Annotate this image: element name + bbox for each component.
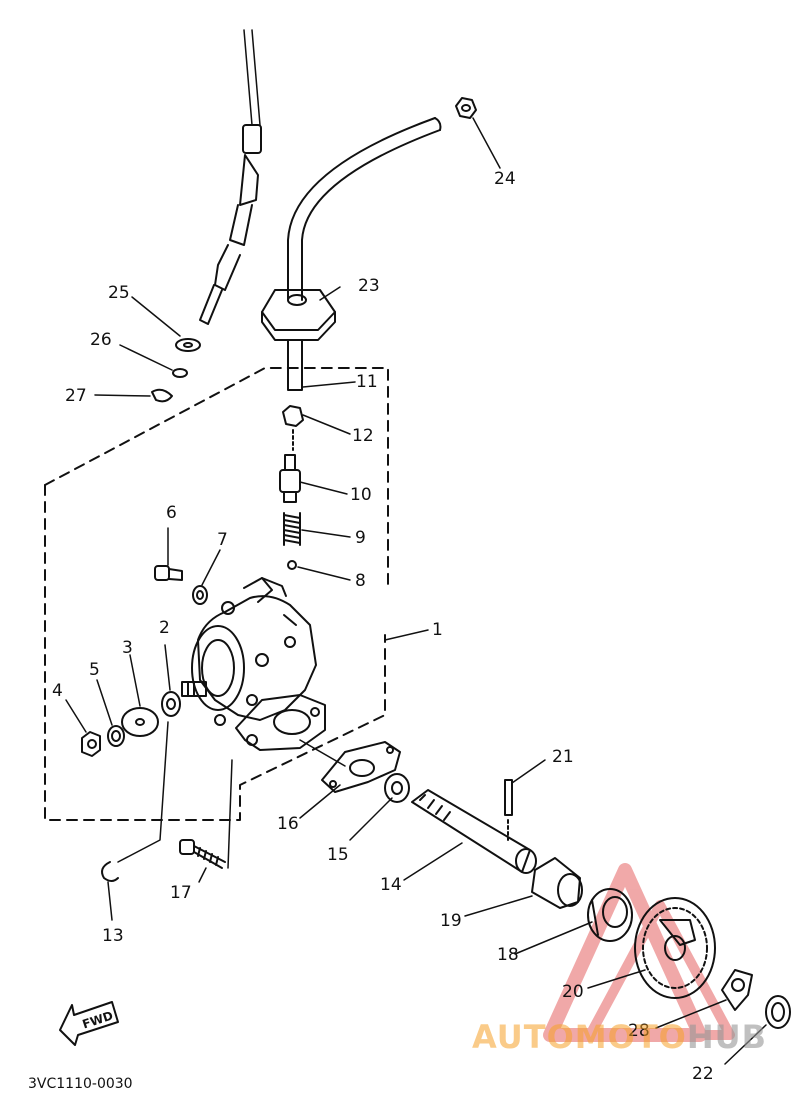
part-26-ring: [172, 368, 188, 378]
part-17-bolt: [179, 839, 226, 869]
part-21-pin: [504, 779, 513, 816]
part-2-washer: [161, 691, 181, 717]
leader-lines: [65, 117, 767, 1065]
part-label-24: 24: [494, 169, 516, 189]
part-11-tube: [287, 339, 303, 391]
part-7-washer: [192, 585, 208, 605]
part-22-circlip: [765, 995, 791, 1029]
part-label-13: 13: [102, 926, 124, 946]
part-label-14: 14: [380, 875, 402, 895]
part-label-1: 1: [432, 620, 443, 640]
part-4-nut: [81, 731, 101, 757]
part-25-washer: [175, 338, 201, 352]
watermark-brand-right: HUB: [686, 1018, 768, 1056]
part-label-28: 28: [628, 1021, 650, 1041]
part-label-4: 4: [52, 681, 63, 701]
part-label-11: 11: [356, 372, 378, 392]
part-18-bearing: [587, 888, 633, 942]
part-label-20: 20: [562, 982, 584, 1002]
part-label-18: 18: [497, 945, 519, 965]
part-3-plate: [121, 707, 159, 737]
part-label-21: 21: [552, 747, 574, 767]
oil-pump-cable: [199, 29, 262, 325]
part-24-nut: [455, 97, 477, 119]
part-label-10: 10: [350, 485, 372, 505]
part-label-19: 19: [440, 911, 462, 931]
part-13-clip: [101, 861, 119, 882]
part-label-12: 12: [352, 426, 374, 446]
part-label-8: 8: [355, 571, 366, 591]
part-label-9: 9: [355, 528, 366, 548]
part-19-collar: [531, 857, 583, 909]
part-1-oil-pump-body: [181, 577, 326, 751]
part-12-fitting: [282, 405, 304, 427]
part-label-5: 5: [89, 660, 100, 680]
part-20-gear: [634, 897, 716, 999]
part-16-gasket: [321, 741, 401, 793]
part-28-bracket: [721, 969, 753, 1011]
part-23-delivery-pipe: [287, 117, 436, 301]
part-15-washer: [384, 773, 410, 803]
part-label-17: 17: [170, 883, 192, 903]
part-label-3: 3: [122, 638, 133, 658]
part-label-23: 23: [358, 276, 380, 296]
part-6-screw: [154, 565, 183, 581]
assembly-outline-dashed: [44, 484, 386, 821]
part-label-25: 25: [108, 283, 130, 303]
part-9-spring: [283, 512, 301, 546]
part-label-16: 16: [277, 814, 299, 834]
part-label-27: 27: [65, 386, 87, 406]
watermark-brand: AUTOMOTOHUB: [472, 1018, 767, 1056]
fwd-arrow-mark: [59, 1001, 119, 1046]
part-8-ball: [287, 560, 297, 570]
part-label-6: 6: [166, 503, 177, 523]
part-label-15: 15: [327, 845, 349, 865]
part-14-drive-shaft: [411, 789, 537, 874]
watermark-triangle-logo: [543, 863, 735, 1042]
part-5-lock-washer: [107, 725, 125, 747]
watermark-brand-left: AUTOMOTO: [472, 1018, 687, 1056]
part-label-2: 2: [159, 618, 170, 638]
part-label-26: 26: [90, 330, 112, 350]
part-10-bolt: [284, 454, 296, 471]
part-27-clip: [151, 388, 173, 403]
drawing-code: 3VC1110-0030: [28, 1076, 133, 1092]
part-label-7: 7: [217, 530, 228, 550]
part-label-22: 22: [692, 1064, 714, 1084]
